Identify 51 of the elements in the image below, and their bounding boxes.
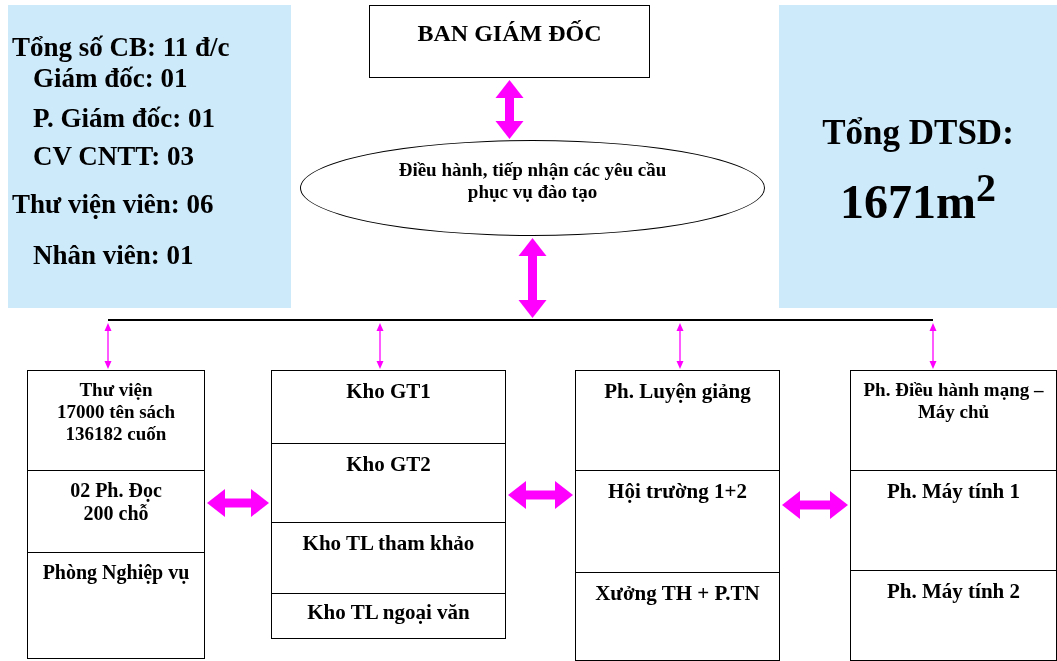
unit-text: Ph. Luyện giảng: [603, 379, 752, 404]
unit-text: Nhân viên: 01: [33, 240, 194, 272]
unit-box: [271, 443, 506, 523]
unit-text: Ph. Máy tính 2: [886, 579, 1021, 604]
double-arrow: [207, 489, 269, 517]
unit-box: [27, 470, 205, 553]
unit-box: [271, 370, 506, 444]
unit-box: [575, 470, 780, 573]
unit-text: 02 Ph. Đọc: [69, 479, 163, 502]
unit-text: Tổng số CB: 11 đ/c: [12, 32, 230, 64]
double-arrow: [929, 323, 937, 369]
unit-text: Hội trường 1+2: [607, 479, 748, 504]
unit-text: Kho TL tham khảo: [301, 531, 476, 556]
unit-text: Thư viện: [78, 379, 154, 401]
unit-box: [575, 572, 780, 661]
unit-text: Điều hành, tiếp nhận các yêu cầu phục vụ đào tạo: [397, 159, 668, 203]
unit-box: [369, 5, 650, 78]
double-arrow: [376, 323, 384, 369]
double-arrow: [508, 481, 573, 509]
unit-text: Xưởng TH + P.TN: [594, 581, 761, 606]
unit-text: BAN GIÁM ĐỐC: [416, 20, 603, 48]
unit-text: CV CNTT: 03: [33, 141, 194, 173]
unit-text: Kho GT2: [345, 452, 432, 477]
unit-text: Ph. Điều hành mạng – Máy chủ: [862, 379, 1045, 423]
double-arrow: [104, 323, 112, 369]
double-arrow: [676, 323, 684, 369]
unit-text: 136182 cuốn: [64, 423, 168, 445]
double-arrow: [782, 491, 848, 519]
unit-box: [850, 370, 1057, 471]
unit-text: Ph. Máy tính 1: [886, 479, 1021, 504]
unit-box: [850, 470, 1057, 571]
unit-text: 17000 tên sách: [55, 401, 177, 423]
unit-text: Kho TL ngoại văn: [306, 600, 471, 625]
unit-box: [27, 370, 205, 471]
unit-text: 200 chỗ: [82, 502, 150, 525]
unit-text: Tổng DTSD:: [821, 113, 1015, 154]
unit-text: P. Giám đốc: 01: [33, 103, 215, 135]
info-panel: [779, 5, 1057, 308]
unit-text: Thư viện viên: 06: [12, 189, 214, 221]
double-arrow: [495, 80, 524, 139]
unit-box: [271, 593, 506, 639]
double-arrow: [518, 238, 547, 318]
unit-text: Kho GT1: [345, 379, 432, 404]
unit-box: [850, 570, 1057, 661]
unit-box: [27, 552, 205, 659]
info-panel: [8, 5, 291, 308]
unit-box: [271, 522, 506, 594]
unit-text: 1671m$^{2}$: [839, 165, 997, 230]
unit-text: Giám đốc: 01: [33, 63, 188, 95]
unit-text: Phòng Nghiệp vụ: [41, 561, 191, 584]
unit-box: [575, 370, 780, 471]
